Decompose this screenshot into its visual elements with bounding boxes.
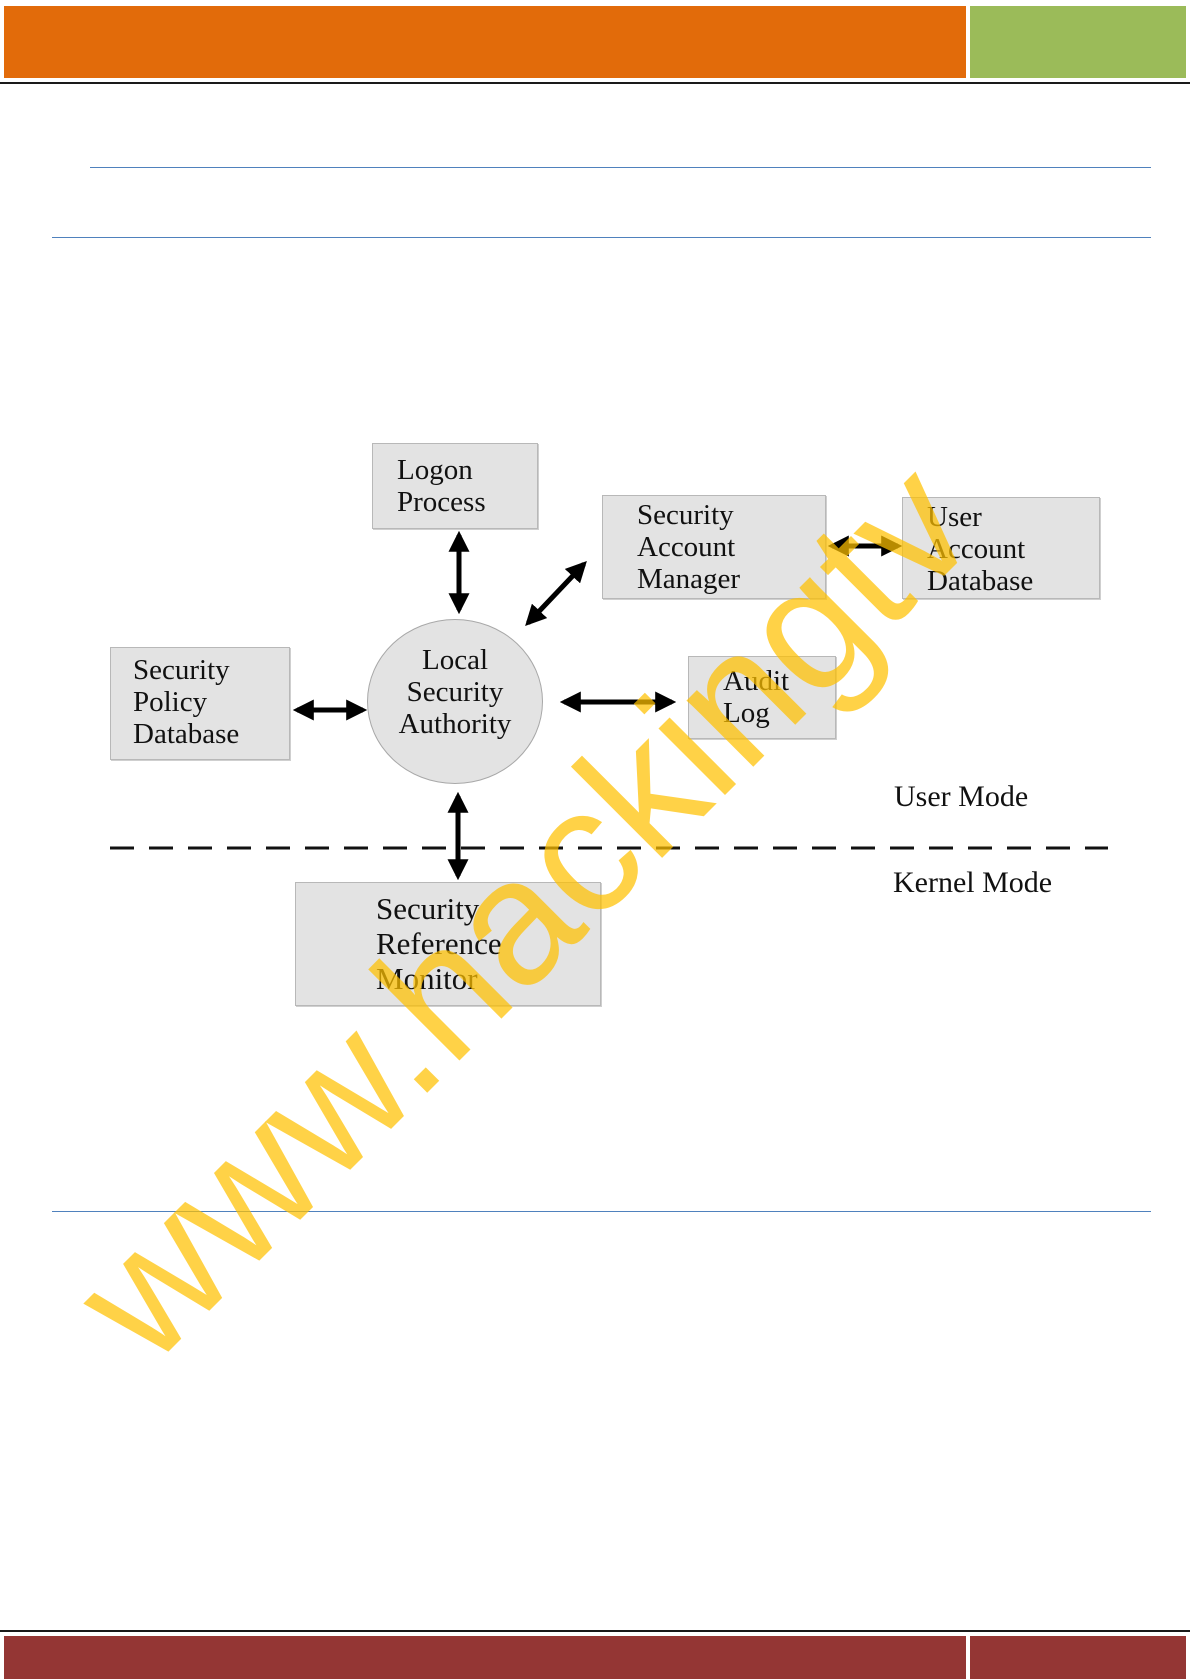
divider-rule (90, 167, 1151, 168)
divider-rule (52, 1211, 1151, 1212)
node-security-policy-database: Security Policy Database (110, 647, 290, 760)
kernel-mode-label: Kernel Mode (893, 866, 1053, 899)
footer-rule (0, 1630, 1190, 1632)
node-label: Security Account Manager (637, 499, 741, 595)
node-label: Audit Log (723, 665, 790, 729)
header-rule (0, 82, 1190, 84)
node-audit-log: Audit Log (688, 656, 836, 739)
footer-band (4, 1636, 966, 1679)
node-security-reference-monitor: Security Reference Monitor (295, 882, 601, 1006)
node-label: Local Security Authority (398, 644, 512, 740)
divider-rule (52, 237, 1151, 238)
node-local-security-authority: Local Security Authority (367, 619, 543, 784)
node-user-account-database: User Account Database (902, 497, 1100, 599)
header-green-band (970, 6, 1186, 78)
node-label: Security Policy Database (133, 654, 240, 750)
footer-page-band (970, 1636, 1186, 1679)
node-security-account-manager: Security Account Manager (602, 495, 826, 599)
node-label: Security Reference Monitor (376, 891, 502, 996)
node-label: User Account Database (927, 501, 1034, 597)
edge-lsa-sam (525, 560, 587, 627)
node-label: Logon Process (397, 454, 486, 518)
user-mode-label: User Mode (894, 780, 1029, 813)
header-orange-band (4, 6, 966, 78)
node-logon-process: Logon Process (372, 443, 538, 529)
